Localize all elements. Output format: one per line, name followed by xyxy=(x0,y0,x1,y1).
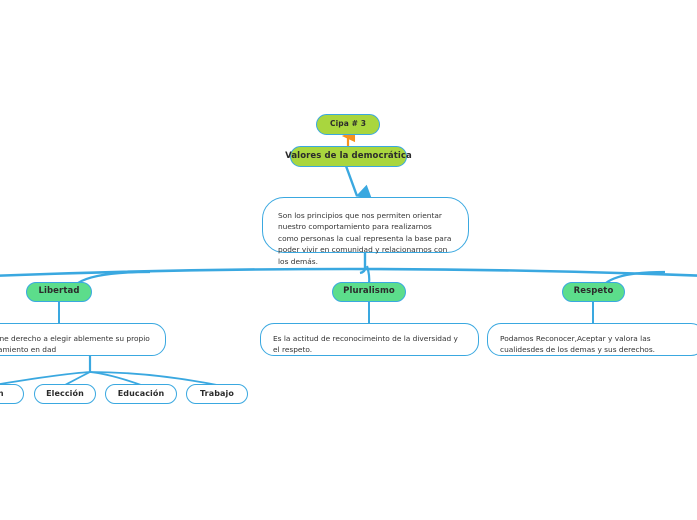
node-branch-label-libertad: Libertad xyxy=(38,286,80,297)
node-leaf-label-3: Educación xyxy=(117,389,165,399)
note-root-description[interactable]: Son los principios que nos permiten orie… xyxy=(262,197,469,266)
node-leaf-eleccion[interactable]: Elección xyxy=(34,384,96,404)
node-root-valores[interactable]: Valores de la democrática xyxy=(285,146,412,167)
node-branch-libertad[interactable]: Libertad xyxy=(26,282,92,302)
note-respeto[interactable]: Podamos Reconocer,Aceptar y valora las c… xyxy=(487,323,697,356)
node-leaf-educacion[interactable]: Educación xyxy=(105,384,177,404)
node-branch-label-pluralismo: Pluralismo xyxy=(343,286,395,297)
node-root-label: Valores de la democrática xyxy=(285,150,412,161)
note-pluralismo[interactable]: Es la actitud de reconocimeinto de la di… xyxy=(260,323,479,356)
note-libertad[interactable]: rsona tiene derecho a elegir ablemente s… xyxy=(0,323,166,356)
edge-spine xyxy=(0,267,697,277)
node-leaf-trabajo[interactable]: Trabajo xyxy=(186,384,248,404)
node-branch-pluralismo[interactable]: Pluralismo xyxy=(332,282,406,302)
node-topic-cipa[interactable]: Cipa # 3 xyxy=(316,114,380,135)
node-leaf-label-2: Elección xyxy=(46,389,84,399)
node-leaf-label-4: Trabajo xyxy=(200,389,234,399)
node-leaf-label-1: ón xyxy=(0,389,4,399)
node-topic-label: Cipa # 3 xyxy=(329,119,367,129)
node-leaf-1[interactable]: ón xyxy=(0,384,24,404)
edge-spine-to-libertad xyxy=(77,270,151,284)
edge-spine-to-pluralismo xyxy=(365,265,371,284)
node-branch-respeto[interactable]: Respeto xyxy=(562,282,625,302)
node-branch-label-respeto: Respeto xyxy=(573,286,614,297)
edge-root-to-note xyxy=(344,165,372,199)
